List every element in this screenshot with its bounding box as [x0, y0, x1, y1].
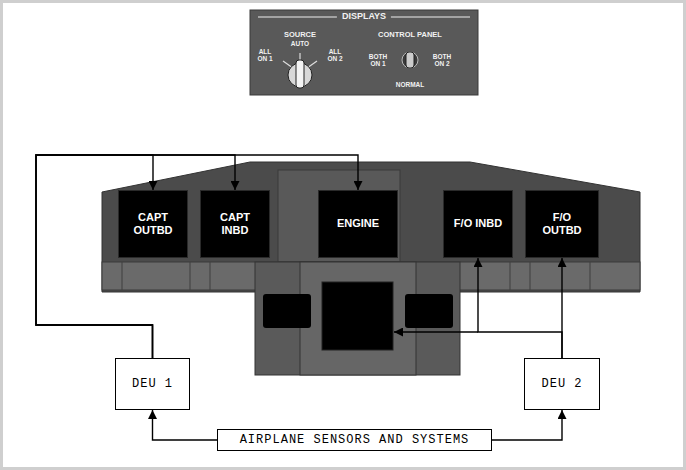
display-screen: CAPT INBD [200, 190, 270, 258]
position-label: BOTH ON 2 [429, 54, 455, 68]
signal-line [36, 155, 358, 358]
system-box: AIRPLANE SENSORS AND SYSTEMS [217, 429, 492, 451]
side-screen [405, 294, 453, 328]
display-screen: CAPT OUTBD [118, 190, 188, 258]
node-label: ENGINE [337, 217, 379, 230]
control-panel [250, 10, 478, 95]
node-label: AIRPLANE SENSORS AND SYSTEMS [240, 433, 470, 447]
node-label: DEU 2 [541, 377, 582, 391]
pedestal-center [300, 262, 416, 375]
node-label: CAPT OUTBD [125, 211, 181, 237]
panel-heading: DISPLAYS [337, 12, 391, 21]
pedestal [255, 262, 460, 375]
lower-display-feed [394, 331, 478, 332]
unit-box: DEU 1 [115, 358, 190, 410]
divider [590, 262, 591, 290]
unit-box: DEU 2 [524, 358, 600, 410]
node-label: F/O OUTBD [534, 211, 590, 237]
position-label: NORMAL [396, 82, 425, 89]
position-label: ALL ON 2 [324, 49, 346, 63]
signal-line [478, 258, 562, 358]
divider [190, 262, 191, 290]
divider [210, 262, 211, 290]
lower-display [322, 282, 393, 350]
center-panel [278, 170, 400, 262]
side-screen [263, 294, 311, 328]
source-knob [283, 53, 317, 88]
toggle-base [402, 52, 418, 68]
display-screen: ENGINE [318, 190, 398, 258]
switch-label: CONTROL PANEL [378, 31, 442, 39]
control-panel: DISPLAYS SOURCE CONTROL PANEL AUTO ALL ON 1 A… [250, 10, 478, 95]
display-screen: F/O INBD [443, 190, 513, 258]
signal-line [153, 410, 218, 440]
position-label: AUTO [291, 41, 309, 48]
divider [530, 262, 531, 290]
node-label: F/O INBD [454, 217, 502, 230]
switch-label: SOURCE [284, 31, 316, 39]
position-label: BOTH ON 1 [365, 54, 391, 68]
signal-line [492, 410, 562, 440]
divider [122, 262, 123, 290]
display-screen: F/O OUTBD [525, 190, 599, 258]
node-label: CAPT INBD [207, 211, 263, 237]
divider [510, 262, 511, 290]
toggle-switch [402, 52, 418, 68]
toggle-lever [406, 52, 414, 68]
signal-line [561, 258, 562, 358]
knob-pointer [296, 60, 304, 88]
position-label: ALL ON 1 [254, 49, 276, 63]
node-label: DEU 1 [132, 377, 173, 391]
